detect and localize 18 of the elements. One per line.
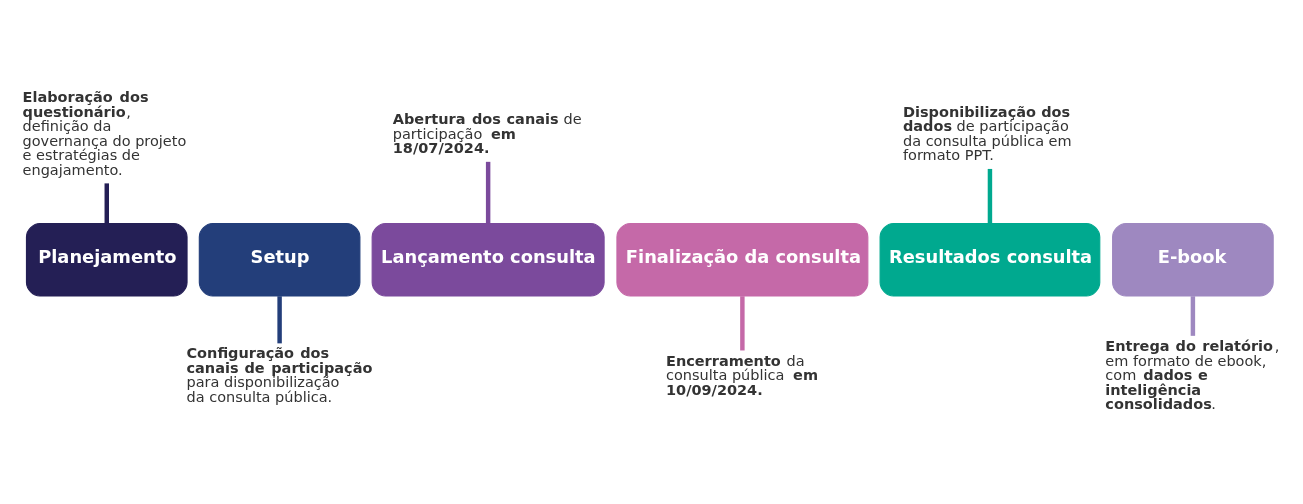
connector [104, 182, 109, 223]
node-box: Finalização da consulta [616, 222, 869, 297]
node-text: Entrega do relatório, em formato de ebook, com dados e inteligência consolidados. [1105, 337, 1280, 412]
connector [987, 168, 993, 223]
node-text: Abertura dos canais de participação em 18/07/2024. [392, 110, 582, 156]
connector [1190, 295, 1196, 336]
node-box: Planejamento [25, 222, 188, 297]
connector [740, 295, 745, 350]
node-box: Setup [198, 222, 361, 297]
node-box: Lançamento consulta [371, 222, 605, 297]
node-box: E-book [1112, 222, 1274, 297]
node-box: Resultados consulta [879, 222, 1101, 297]
node-text: Disponibilização dos dados de participação da consulta pública em formato PPT. [902, 103, 1072, 163]
node-text: Elaboração dos questionário, definição da governança do projeto e estratégias de engajamento. [22, 88, 187, 178]
node-text: Encerramento da consulta pública em 10/09/2024. [666, 352, 819, 398]
node-text: Configuração dos canais de participação para disponibilização da consulta pública. [186, 344, 373, 405]
connector [277, 295, 282, 343]
connector [485, 161, 491, 223]
